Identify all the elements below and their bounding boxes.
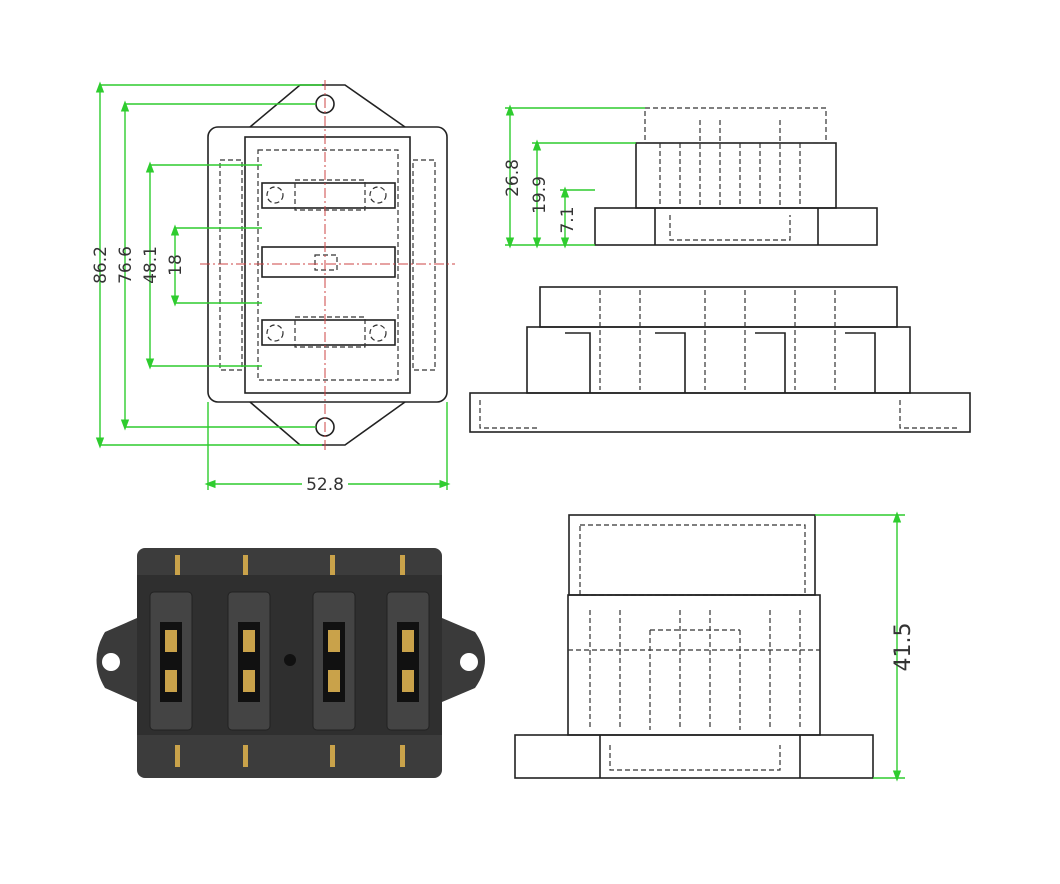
top-view [200,80,455,450]
fuse-slots [149,591,430,731]
dim-hole-spacing: 76.6 [116,246,136,284]
dim-total-height: 41.5 [891,623,916,672]
front-view [469,286,971,433]
fuse-box-photo [96,548,485,778]
end-view [514,514,874,779]
end-view-dimensions: 41.5 [815,511,916,782]
dim-overall-length: 86.2 [91,246,111,284]
dim-side-height: 26.8 [503,159,523,197]
side-view-dimensions: 26.8 19.9 7.1 [503,104,645,249]
dim-base-height: 7.1 [558,206,578,233]
dim-width: 52.8 [306,475,344,495]
dim-inner-length: 48.1 [141,246,161,284]
top-view-dimensions: 86.2 76.6 48.1 18 52.8 [91,81,451,495]
dim-center-gap: 18 [166,254,186,276]
side-view [594,107,878,246]
dim-side-mid-height: 19.9 [530,176,550,214]
